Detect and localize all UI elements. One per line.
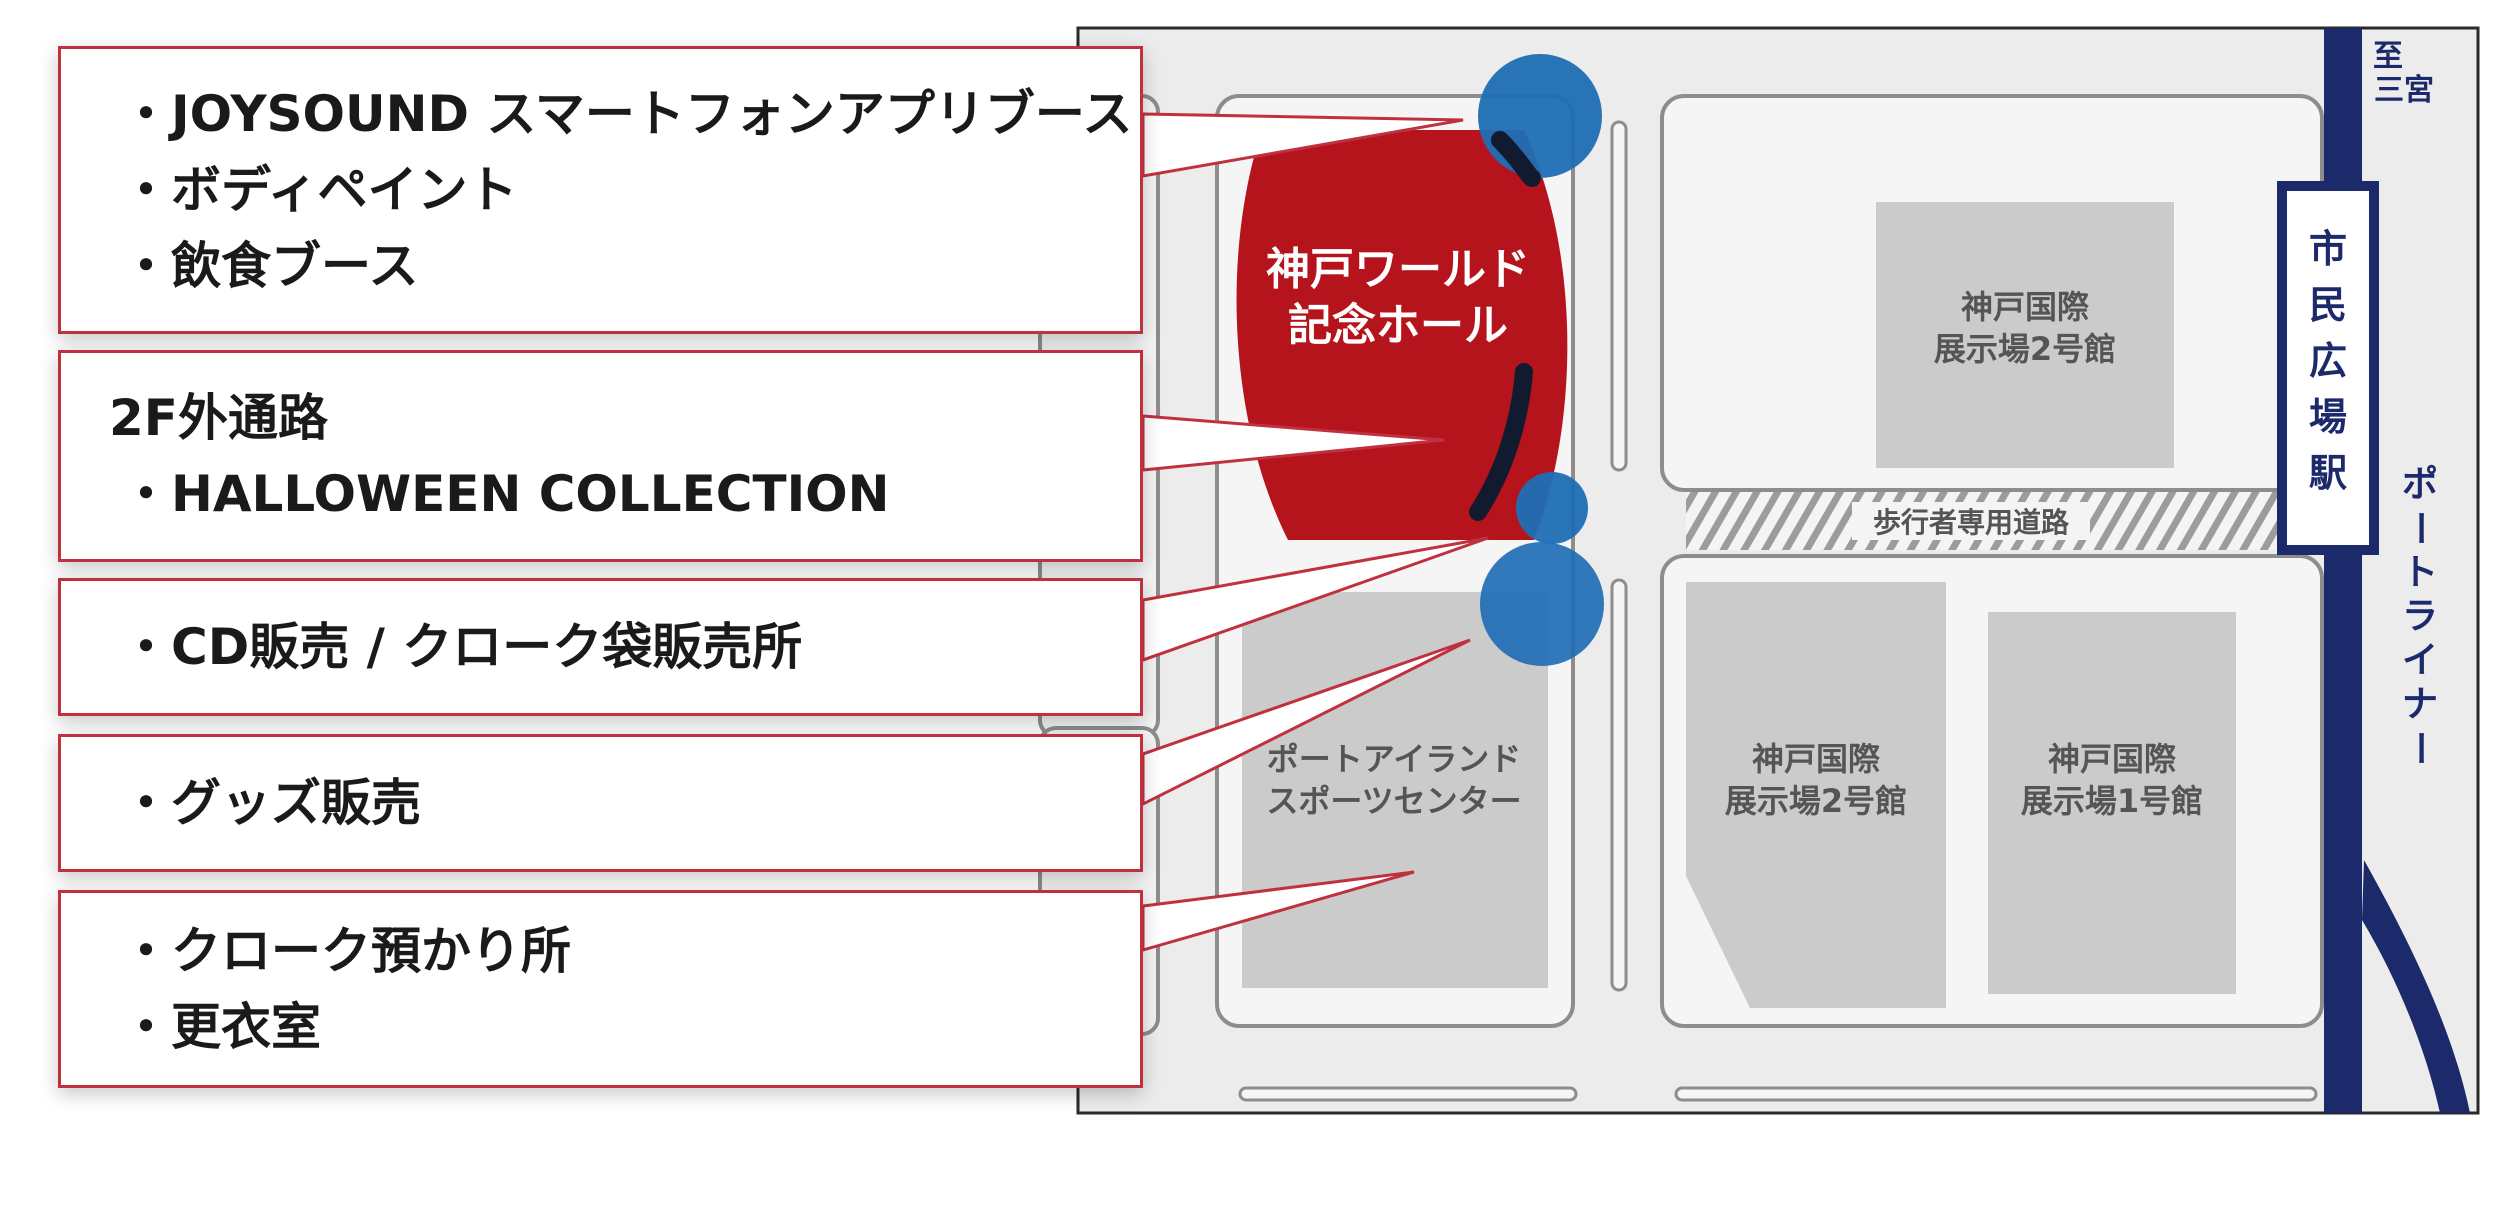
exhibition-hall-1: [1988, 612, 2236, 994]
outer-corridor-path: [1469, 363, 1533, 521]
line-char-6: ー: [2399, 730, 2440, 766]
sports-center-line1: ポートアイランド: [1267, 740, 1521, 778]
callout-booths: ・JOYSOUND スマートフォンアプリブース ・ボディペイント ・飲食ブース: [58, 46, 1143, 334]
building-top-right-line1: 神戸国際: [1961, 288, 2089, 326]
callout-cloak: ・クローク預かり所 ・更衣室: [58, 890, 1143, 1088]
station-char-4: 駅: [2309, 451, 2347, 495]
station-box: [2277, 181, 2379, 555]
pointer-4: [1141, 638, 1471, 807]
building-bottom-mid-line2: 展示場2号館: [1725, 782, 1907, 820]
building-bottom-right-line1: 神戸国際: [2048, 740, 2176, 778]
callout-cd-sales-line-1: ・CD販売 / クローク袋販売所: [121, 618, 803, 676]
line-char-4: イ: [2402, 640, 2438, 681]
callout-outer-corridor-heading: 2F外通路: [109, 389, 328, 447]
station-char-2: 広: [2309, 339, 2347, 383]
sports-center-building: [1242, 592, 1548, 988]
station-char-1: 民: [2309, 283, 2347, 327]
port-liner-track-branch: [2362, 860, 2470, 1113]
marker-goods-sales: [1480, 542, 1604, 666]
callout-cd-sales: ・CD販売 / クローク袋販売所: [58, 578, 1143, 716]
callout-goods-sales-line-1: ・グッズ販売: [121, 774, 421, 832]
pointer-3: [1141, 536, 1489, 663]
road-pill-bottom-right: [1674, 1086, 2318, 1102]
building-bottom-mid-line1: 神戸国際: [1752, 740, 1880, 778]
line-char-1: ー: [2399, 510, 2440, 546]
callout-booths-line-2: ・ボディペイント: [121, 161, 518, 219]
pointer-5: [1141, 870, 1415, 952]
marker-booth-area: [1478, 54, 1602, 178]
direction-char-1: 三宮: [2374, 73, 2434, 108]
callout-outer-corridor-line-1: ・HALLOWEEN COLLECTION: [121, 465, 890, 523]
road-pill-bottom-left: [1238, 1086, 1578, 1102]
building-top-right-line2: 展示場2号館: [1934, 330, 2116, 368]
line-char-5: ナ: [2402, 684, 2438, 725]
station-char-0: 市: [2309, 227, 2347, 271]
line-char-3: ラ: [2402, 596, 2438, 637]
pointer-1: [1141, 112, 1464, 178]
hall-label-line1: 神戸ワールド: [1266, 244, 1530, 295]
pointer-2: [1141, 414, 1445, 472]
sports-center-line2: スポーツセンター: [1266, 782, 1521, 820]
exhibition-hall-2-top: [1876, 202, 2174, 468]
road-divider-vertical-2: [1610, 578, 1628, 992]
walkway-label-bg: [1852, 502, 2090, 540]
hall-label-line2: 記念ホール: [1288, 300, 1508, 351]
walkway-label: 歩行者専用道路: [1873, 506, 2070, 539]
callout-cloak-line-2: ・更衣室: [121, 998, 321, 1056]
direction-char-0: 至: [2373, 39, 2403, 74]
station-char-3: 場: [2309, 395, 2347, 439]
callout-booths-line-1: ・JOYSOUND スマートフォンアプリブース: [121, 85, 1133, 143]
building-bottom-right-line2: 展示場1号館: [2021, 782, 2203, 820]
marker-booth-corridor: [1491, 131, 1541, 187]
callout-goods-sales: ・グッズ販売: [58, 734, 1143, 872]
callout-outer-corridor: 2F外通路 ・HALLOWEEN COLLECTION: [58, 350, 1143, 562]
line-char-2: ト: [2402, 552, 2438, 593]
port-liner-track-top: [2324, 28, 2348, 190]
exhibition-hall-2-bottom: [1686, 582, 1946, 1008]
line-char-0: ポ: [2402, 463, 2438, 505]
road-divider-vertical: [1610, 120, 1628, 472]
callout-booths-line-3: ・飲食ブース: [121, 237, 419, 295]
callout-cloak-line-1: ・クローク預かり所: [121, 922, 571, 980]
marker-cd-sales: [1516, 472, 1588, 544]
